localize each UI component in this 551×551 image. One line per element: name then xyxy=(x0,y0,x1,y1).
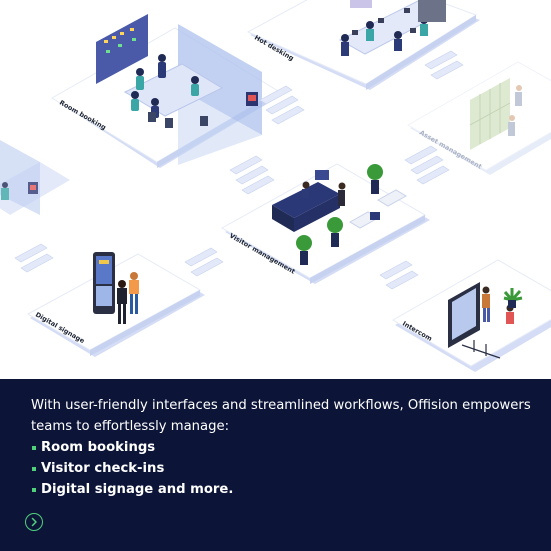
office-illustration: Room booking Hot desking Asset managemen… xyxy=(0,0,551,372)
feature-label: Digital signage and more. xyxy=(41,482,234,497)
left-edge-room xyxy=(0,140,70,215)
hot-desking-area xyxy=(246,0,480,90)
feature-list: Room bookings Visitor check-ins Digital … xyxy=(31,437,531,500)
feature-label: Visitor check-ins xyxy=(41,461,165,476)
digital-signage-area xyxy=(26,252,205,357)
bullet-icon xyxy=(32,466,36,471)
bullet-icon xyxy=(32,487,36,492)
next-button[interactable] xyxy=(25,513,43,531)
visitor-management-area xyxy=(220,163,430,284)
room-booking-area xyxy=(51,14,282,168)
bullet-icon xyxy=(32,445,36,450)
list-item: Digital signage and more. xyxy=(31,479,531,500)
asset-management-area xyxy=(406,61,551,175)
decorative-steps xyxy=(14,50,464,290)
feature-label: Room bookings xyxy=(41,440,156,455)
isometric-office-map xyxy=(0,0,551,372)
info-panel: With user-friendly interfaces and stream… xyxy=(0,379,551,551)
intro-text: With user-friendly interfaces and stream… xyxy=(31,398,531,434)
chevron-right-icon xyxy=(31,517,37,527)
list-item: Room bookings xyxy=(31,437,531,458)
list-item: Visitor check-ins xyxy=(31,458,531,479)
intercom-area xyxy=(392,259,551,372)
